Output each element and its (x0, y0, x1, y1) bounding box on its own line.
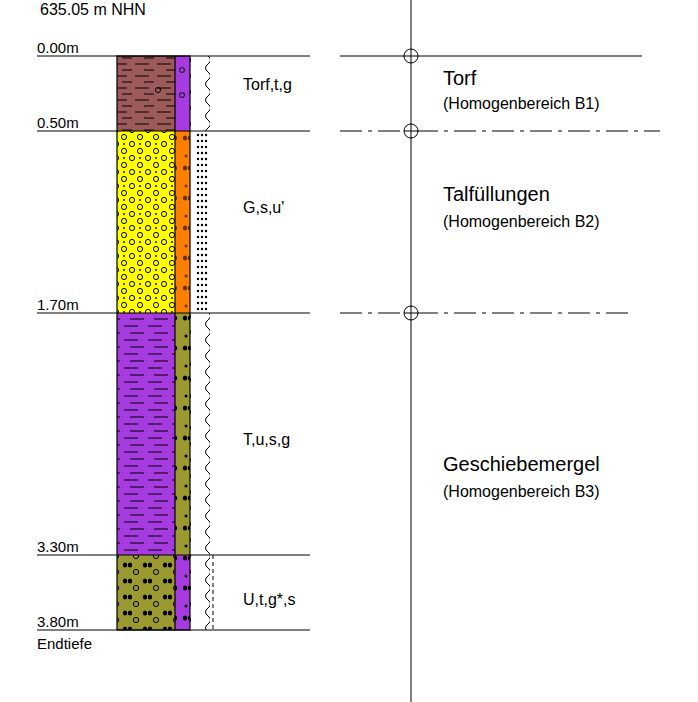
depth-label: 0.50m (37, 115, 79, 130)
end-depth-label: Endtiefe (37, 636, 92, 651)
homogeneous-area: (Homogenbereich B2) (443, 214, 600, 230)
soil-code: Torf,t,g (243, 77, 292, 93)
soil-code: U,t,g*,s (243, 592, 295, 608)
homogeneous-area: (Homogenbereich B3) (443, 484, 600, 500)
elevation-label: 635.05 m NHN (40, 2, 146, 18)
layer-name: Torf (443, 68, 476, 88)
depth-label: 1.70m (37, 297, 79, 312)
soil-code: G,s,u' (243, 200, 284, 216)
depth-label: 3.30m (37, 539, 79, 554)
layer-name: Talfüllungen (443, 184, 550, 204)
depth-label: 3.80m (37, 614, 79, 629)
depth-label: 0.00m (37, 40, 79, 55)
soil-code: T,u,s,g (243, 432, 290, 448)
homogeneous-area: (Homogenbereich B1) (443, 96, 600, 112)
layer-name: Geschiebemergel (443, 454, 600, 474)
